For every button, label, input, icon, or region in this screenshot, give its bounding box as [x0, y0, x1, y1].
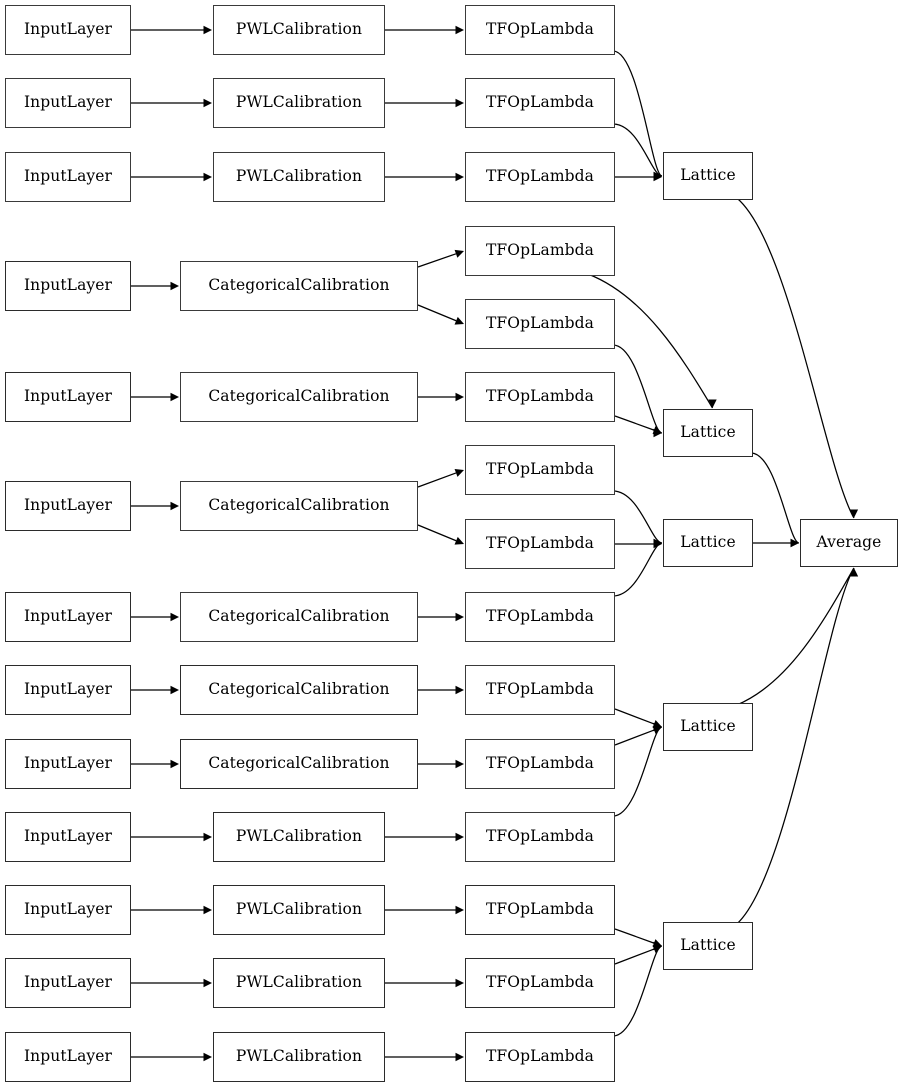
- edge-lat2-to-avg: [750, 452, 800, 544]
- edge-lat4-to-avg: [736, 567, 855, 706]
- edge-lam9-to-lat3: [612, 542, 663, 597]
- node-categoricalcalibration-4[interactable]: CategoricalCalibration: [180, 261, 418, 311]
- node-pwlcalibration-11[interactable]: PWLCalibration: [213, 885, 385, 935]
- edge-lam10-to-lat4: [614, 708, 655, 725]
- node-tfoplambda-5[interactable]: TFOpLambda: [465, 299, 615, 349]
- node-tfoplambda-10[interactable]: TFOpLambda: [465, 665, 615, 715]
- node-inputlayer-10[interactable]: InputLayer: [5, 812, 131, 862]
- node-lattice-2[interactable]: Lattice: [663, 409, 753, 457]
- edge-lam12-to-lat4: [612, 726, 663, 817]
- node-inputlayer-11[interactable]: InputLayer: [5, 885, 131, 935]
- edge-lam6-to-lat2: [614, 415, 655, 431]
- node-tfoplambda-9[interactable]: TFOpLambda: [465, 592, 615, 642]
- node-lattice-5[interactable]: Lattice: [663, 922, 753, 970]
- node-tfoplambda-2[interactable]: TFOpLambda: [465, 78, 615, 128]
- node-tfoplambda-3[interactable]: TFOpLambda: [465, 152, 615, 202]
- node-inputlayer-7[interactable]: InputLayer: [5, 592, 131, 642]
- node-inputlayer-2[interactable]: InputLayer: [5, 78, 131, 128]
- node-tfoplambda-12[interactable]: TFOpLambda: [465, 812, 615, 862]
- edge-lam1-to-lat1: [612, 50, 663, 177]
- node-categoricalcalibration-6[interactable]: CategoricalCalibration: [180, 481, 418, 531]
- node-inputlayer-3[interactable]: InputLayer: [5, 152, 131, 202]
- node-inputlayer-1[interactable]: InputLayer: [5, 5, 131, 55]
- edge-lam11-to-lat4: [614, 729, 655, 746]
- node-average-1[interactable]: Average: [800, 519, 898, 567]
- node-categoricalcalibration-7[interactable]: CategoricalCalibration: [180, 592, 418, 642]
- edge-lam14-to-lat5: [614, 948, 655, 965]
- edge-cal4-to-lam4: [417, 253, 457, 268]
- edge-lat1-to-avg: [736, 197, 855, 519]
- node-pwlcalibration-12[interactable]: PWLCalibration: [213, 958, 385, 1008]
- node-tfoplambda-1[interactable]: TFOpLambda: [465, 5, 615, 55]
- node-tfoplambda-15[interactable]: TFOpLambda: [465, 1032, 615, 1082]
- node-pwlcalibration-10[interactable]: PWLCalibration: [213, 812, 385, 862]
- node-pwlcalibration-2[interactable]: PWLCalibration: [213, 78, 385, 128]
- node-tfoplambda-7[interactable]: TFOpLambda: [465, 445, 615, 495]
- node-inputlayer-9[interactable]: InputLayer: [5, 739, 131, 789]
- edge-lat5-to-avg: [736, 567, 855, 925]
- edge-cal4-to-lam5: [417, 304, 457, 322]
- node-lattice-3[interactable]: Lattice: [663, 519, 753, 567]
- node-categoricalcalibration-5[interactable]: CategoricalCalibration: [180, 372, 418, 422]
- node-inputlayer-4[interactable]: InputLayer: [5, 261, 131, 311]
- node-tfoplambda-14[interactable]: TFOpLambda: [465, 958, 615, 1008]
- edge-cal6-to-lam7: [417, 472, 457, 488]
- node-lattice-4[interactable]: Lattice: [663, 703, 753, 751]
- edge-lam13-to-lat5: [614, 928, 655, 944]
- edge-lam7-to-lat3: [612, 490, 663, 544]
- node-inputlayer-12[interactable]: InputLayer: [5, 958, 131, 1008]
- node-tfoplambda-6[interactable]: TFOpLambda: [465, 372, 615, 422]
- edge-lam2-to-lat1: [612, 123, 663, 177]
- edge-lam5-to-lat2: [612, 344, 663, 434]
- node-categoricalcalibration-9[interactable]: CategoricalCalibration: [180, 739, 418, 789]
- node-categoricalcalibration-8[interactable]: CategoricalCalibration: [180, 665, 418, 715]
- node-inputlayer-6[interactable]: InputLayer: [5, 481, 131, 531]
- edge-lam15-to-lat5: [612, 945, 663, 1037]
- edge-cal6-to-lam8: [417, 524, 457, 542]
- node-lattice-1[interactable]: Lattice: [663, 152, 753, 200]
- node-tfoplambda-11[interactable]: TFOpLambda: [465, 739, 615, 789]
- node-inputlayer-8[interactable]: InputLayer: [5, 665, 131, 715]
- node-inputlayer-13[interactable]: InputLayer: [5, 1032, 131, 1082]
- node-pwlcalibration-13[interactable]: PWLCalibration: [213, 1032, 385, 1082]
- node-inputlayer-5[interactable]: InputLayer: [5, 372, 131, 422]
- node-pwlcalibration-3[interactable]: PWLCalibration: [213, 152, 385, 202]
- node-tfoplambda-4[interactable]: TFOpLambda: [465, 226, 615, 276]
- node-tfoplambda-13[interactable]: TFOpLambda: [465, 885, 615, 935]
- node-pwlcalibration-1[interactable]: PWLCalibration: [213, 5, 385, 55]
- node-tfoplambda-8[interactable]: TFOpLambda: [465, 519, 615, 569]
